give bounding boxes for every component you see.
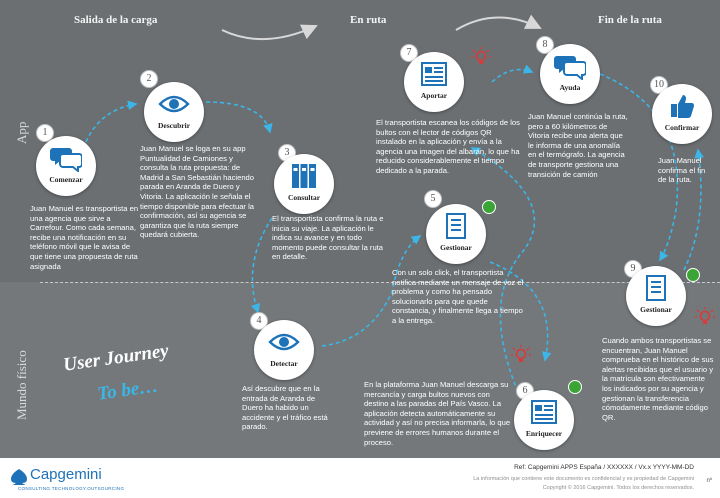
smile-icon (482, 200, 496, 214)
smile-icon (686, 268, 700, 282)
step-4-description: Así descubre que en la entrada de Aranda… (242, 384, 328, 432)
step-7-aportar[interactable]: Aportar (404, 52, 464, 112)
step-3-label: Consultar (287, 193, 321, 202)
eye-icon (268, 333, 300, 351)
step-8-ayuda[interactable]: Ayuda (540, 44, 600, 104)
step-8-label: Ayuda (559, 83, 581, 92)
step-2-number: 2 (140, 70, 158, 88)
lane-app: App (14, 121, 29, 144)
flow-arrow-4-5 (321, 235, 422, 347)
step-5-label: Gestionar (440, 243, 472, 252)
step-7-description: El transportista escanea los códigos de … (376, 118, 520, 175)
step-10-description: Juan Manuel confirma el fin de la ruta. (658, 156, 706, 185)
flow-arrow-9-10 (683, 148, 704, 271)
step-6-label: Enriquecer (525, 429, 563, 438)
step-1-description: Juan Manuel es transportista en una agen… (30, 204, 139, 271)
step-8-description: Juan Manuel continúa la ruta, pero a 60 … (528, 112, 628, 179)
step-2-label: Descubrir (157, 121, 191, 130)
phase-arrow-2 (455, 14, 542, 31)
footer-confidential: La información que contiene este documen… (473, 476, 694, 482)
step-2-descubrir[interactable]: Descubrir (144, 82, 204, 142)
flow-arrow-1-2 (85, 100, 138, 143)
flow-arrow-3-4 (250, 217, 273, 314)
flow-arrow-2-3 (205, 101, 273, 134)
id-card-icon (531, 400, 557, 424)
chat-icon (554, 56, 586, 80)
phase-fin-ruta: Fin de la ruta (598, 14, 662, 26)
list-icon (646, 275, 666, 301)
phase-arrow-1 (221, 24, 318, 41)
lightbulb-alert-icon (511, 345, 531, 362)
step-9-gestionar[interactable]: Gestionar (626, 266, 686, 326)
step-3-description: El transportista confirma la ruta e inic… (272, 214, 384, 262)
chat-icon (50, 148, 82, 172)
step-1-comenzar[interactable]: Comenzar (36, 136, 96, 196)
app-lane-background (0, 0, 720, 282)
step-5-number: 5 (424, 190, 442, 208)
footer (0, 458, 720, 498)
footer-tagline: CONSULTING.TECHNOLOGY.OUTSOURCING (18, 486, 125, 491)
step-1-label: Comenzar (49, 175, 83, 184)
footer-ref: Ref: Capgemini APPS España / XXXXXX / Vx… (514, 464, 694, 471)
step-1-number: 1 (36, 124, 54, 142)
step-8-number: 8 (536, 36, 554, 54)
lane-physical: Mundo físico (14, 350, 29, 420)
lightbulb-alert-icon (695, 307, 715, 324)
step-4-number: 4 (250, 312, 268, 330)
list-icon (446, 213, 466, 239)
flow-arrow-7-8 (491, 64, 534, 83)
step-6-enriquecer[interactable]: Enriquecer (514, 390, 574, 450)
id-card-icon (421, 62, 447, 86)
phase-salida: Salida de la carga (74, 14, 158, 26)
binders-icon (292, 164, 316, 188)
lightbulb-alert-icon (471, 47, 491, 64)
eye-icon (158, 95, 190, 113)
step-5-gestionar[interactable]: Gestionar (426, 204, 486, 264)
step-10-confirmar[interactable]: Confirmar (652, 84, 712, 144)
step-5-description: Con un solo click, el transportista noti… (392, 268, 524, 325)
physical-lane-background (0, 282, 720, 458)
step-6-description: En la plataforma Juan Manuel descarga su… (364, 380, 511, 447)
footer-copyright: Copyright © 2016 Capgemini. Todos los de… (542, 485, 694, 491)
flow-arrow-5-6 (489, 261, 552, 362)
lane-divider (40, 282, 720, 283)
step-9-description: Cuando ambos transportistas se encuentra… (602, 336, 714, 422)
step-4-detectar[interactable]: Detectar (254, 320, 314, 380)
step-4-label: Detectar (270, 359, 298, 368)
capgemini-spade-logo-icon (11, 469, 27, 485)
flow-arrow-6-7 (470, 147, 536, 393)
thumbs-up-icon (671, 95, 694, 118)
footer-brand: Capgemini (30, 466, 102, 483)
smile-icon (568, 380, 582, 394)
footer-page-number: nº (706, 478, 712, 484)
step-7-number: 7 (400, 44, 418, 62)
step-10-label: Confirmar (664, 123, 700, 132)
step-3-consultar[interactable]: Consultar (274, 154, 334, 214)
step-7-label: Aportar (420, 91, 448, 100)
flow-arrow-8-9 (599, 73, 679, 262)
step-9-label: Gestionar (640, 305, 672, 314)
phase-en-ruta: En ruta (350, 14, 387, 26)
step-2-description: Juan Manuel se loga en su app Puntualida… (140, 144, 254, 240)
